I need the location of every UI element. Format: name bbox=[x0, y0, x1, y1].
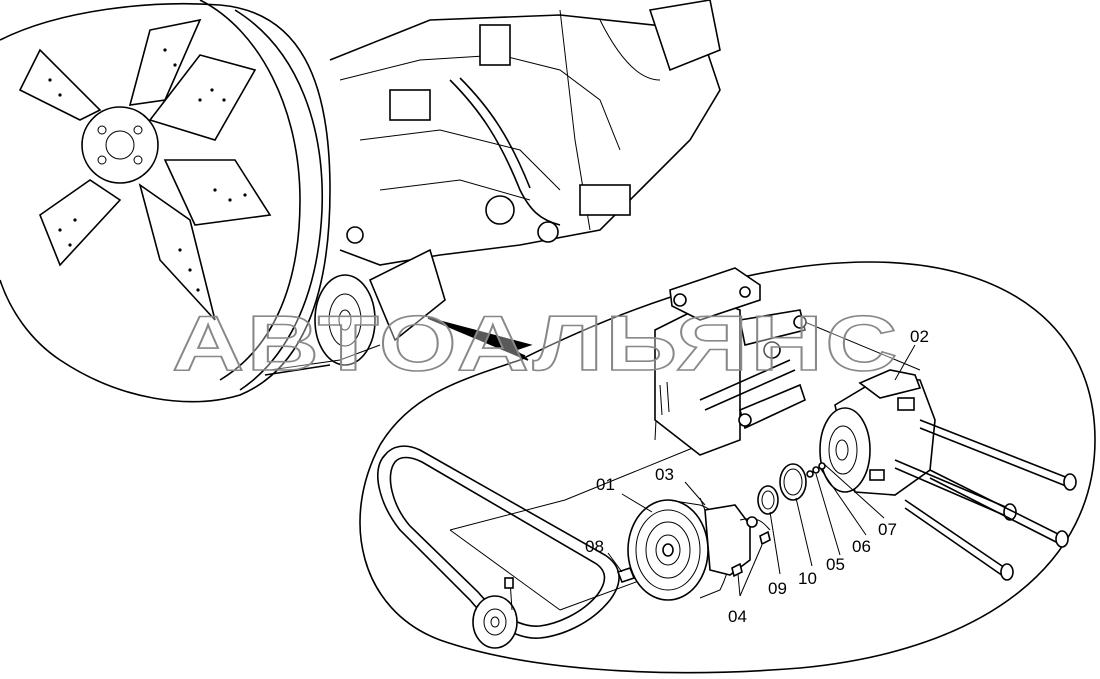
compressor-body bbox=[819, 369, 1077, 581]
callout-09: 09 bbox=[768, 579, 787, 598]
callout-08: 08 bbox=[585, 537, 604, 556]
leader-lines bbox=[607, 344, 916, 597]
snap-rings bbox=[757, 462, 826, 515]
engine-fan-assembly bbox=[0, 0, 721, 403]
callout-03: 03 bbox=[655, 465, 674, 484]
callout-01: 01 bbox=[596, 475, 615, 494]
watermark-text: АВТОАЛЬЯНС bbox=[172, 299, 900, 387]
clutch-coil-03 bbox=[699, 497, 771, 576]
drive-belt bbox=[377, 445, 620, 649]
callout-07: 07 bbox=[878, 520, 897, 539]
mounting-bracket bbox=[654, 267, 807, 456]
callout-04: 04 bbox=[728, 607, 747, 626]
callout-06: 06 bbox=[852, 537, 871, 556]
callout-10: 10 bbox=[798, 569, 817, 588]
callout-05: 05 bbox=[826, 555, 845, 574]
detail-view-boundary bbox=[359, 261, 1096, 674]
screws-04 bbox=[731, 530, 771, 578]
callout-02: 02 bbox=[910, 327, 929, 346]
